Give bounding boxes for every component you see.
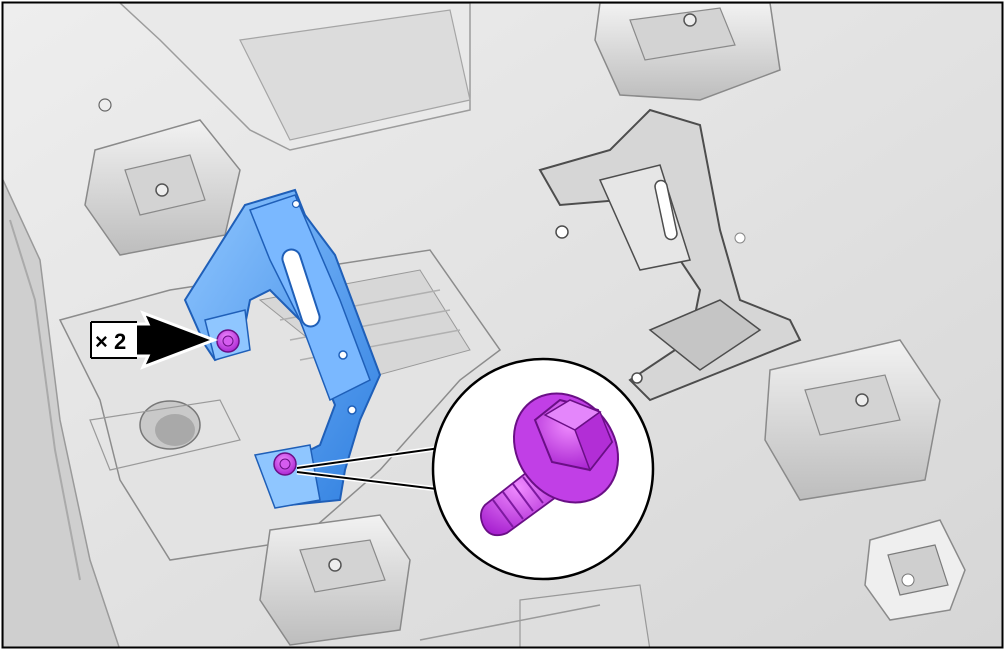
- drain-plug-boss: [864, 519, 966, 621]
- bolt-upper: [216, 329, 240, 353]
- grey-support-bracket: [538, 108, 802, 402]
- quantity-callout: × 2: [90, 310, 219, 370]
- bolt-lower: [273, 452, 297, 476]
- detail-leader-lines: [296, 445, 446, 493]
- mounting-pad-right: [764, 339, 941, 501]
- bolt-detail-magnifier: [431, 357, 655, 581]
- mounting-pad-lower-center: [259, 514, 411, 646]
- mounting-pad-upper-left: [84, 98, 241, 256]
- flange-bolt-icon: [480, 392, 620, 537]
- mounting-pad-upper-right: [594, 3, 781, 101]
- blue-bracket-highlighted: [183, 188, 382, 509]
- quantity-label: × 2: [95, 329, 126, 354]
